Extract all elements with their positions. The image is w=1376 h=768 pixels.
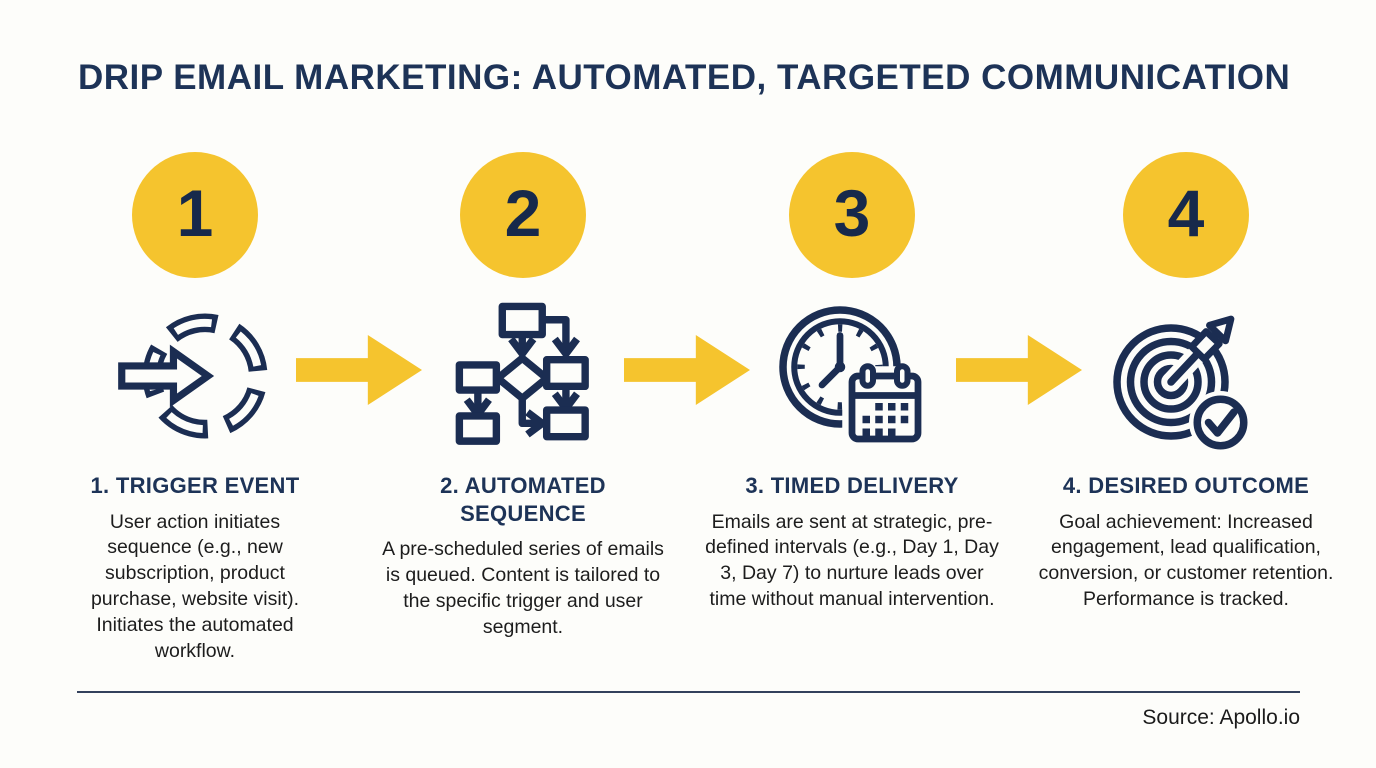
step-number-badge: 1 [132, 152, 258, 278]
step-number: 2 [504, 176, 542, 250]
step-description: A pre-scheduled series of emails is queu… [382, 538, 664, 638]
page-title: DRIP EMAIL MARKETING: AUTOMATED, TARGETE… [78, 58, 1291, 97]
step-number: 3 [833, 176, 871, 250]
step-heading: 2. AUTOMATED SEQUENCE [440, 473, 606, 526]
step-number-badge: 3 [789, 152, 915, 278]
step-number-badge: 2 [460, 152, 586, 278]
automated-sequence-flowchart-icon [455, 302, 589, 445]
footer-divider [77, 691, 1300, 693]
step-column-4: 4 4. DESIRED OUTCOME Goal achievement: I… [1031, 152, 1341, 613]
step-column-1: 1 1. TRIGGER EVENT User action initiates… [40, 152, 350, 665]
step-column-2: 2 2. AUTOMATED SEQUEN [368, 152, 678, 641]
step-description: Goal achievement: Increased engagement, … [1038, 510, 1334, 611]
step-number-badge: 4 [1123, 152, 1249, 278]
trigger-event-icon [118, 313, 268, 439]
step-heading: 1. TRIGGER EVENT [90, 473, 300, 498]
step-number: 1 [176, 176, 214, 250]
source-attribution: Source: Apollo.io [1142, 706, 1300, 729]
step-number: 4 [1167, 176, 1205, 250]
step-description: Emails are sent at strategic, pre-define… [705, 510, 999, 611]
step-heading: 3. TIMED DELIVERY [745, 473, 959, 498]
timed-delivery-clock-calendar-icon [779, 306, 927, 449]
step-column-3: 3 3. TIMED DELIVERY Emails are sent at s… [697, 152, 1007, 613]
step-description: User action initiates sequence (e.g., ne… [90, 510, 300, 663]
step-heading: 4. DESIRED OUTCOME [1062, 473, 1310, 498]
desired-outcome-target-icon [1113, 315, 1252, 451]
